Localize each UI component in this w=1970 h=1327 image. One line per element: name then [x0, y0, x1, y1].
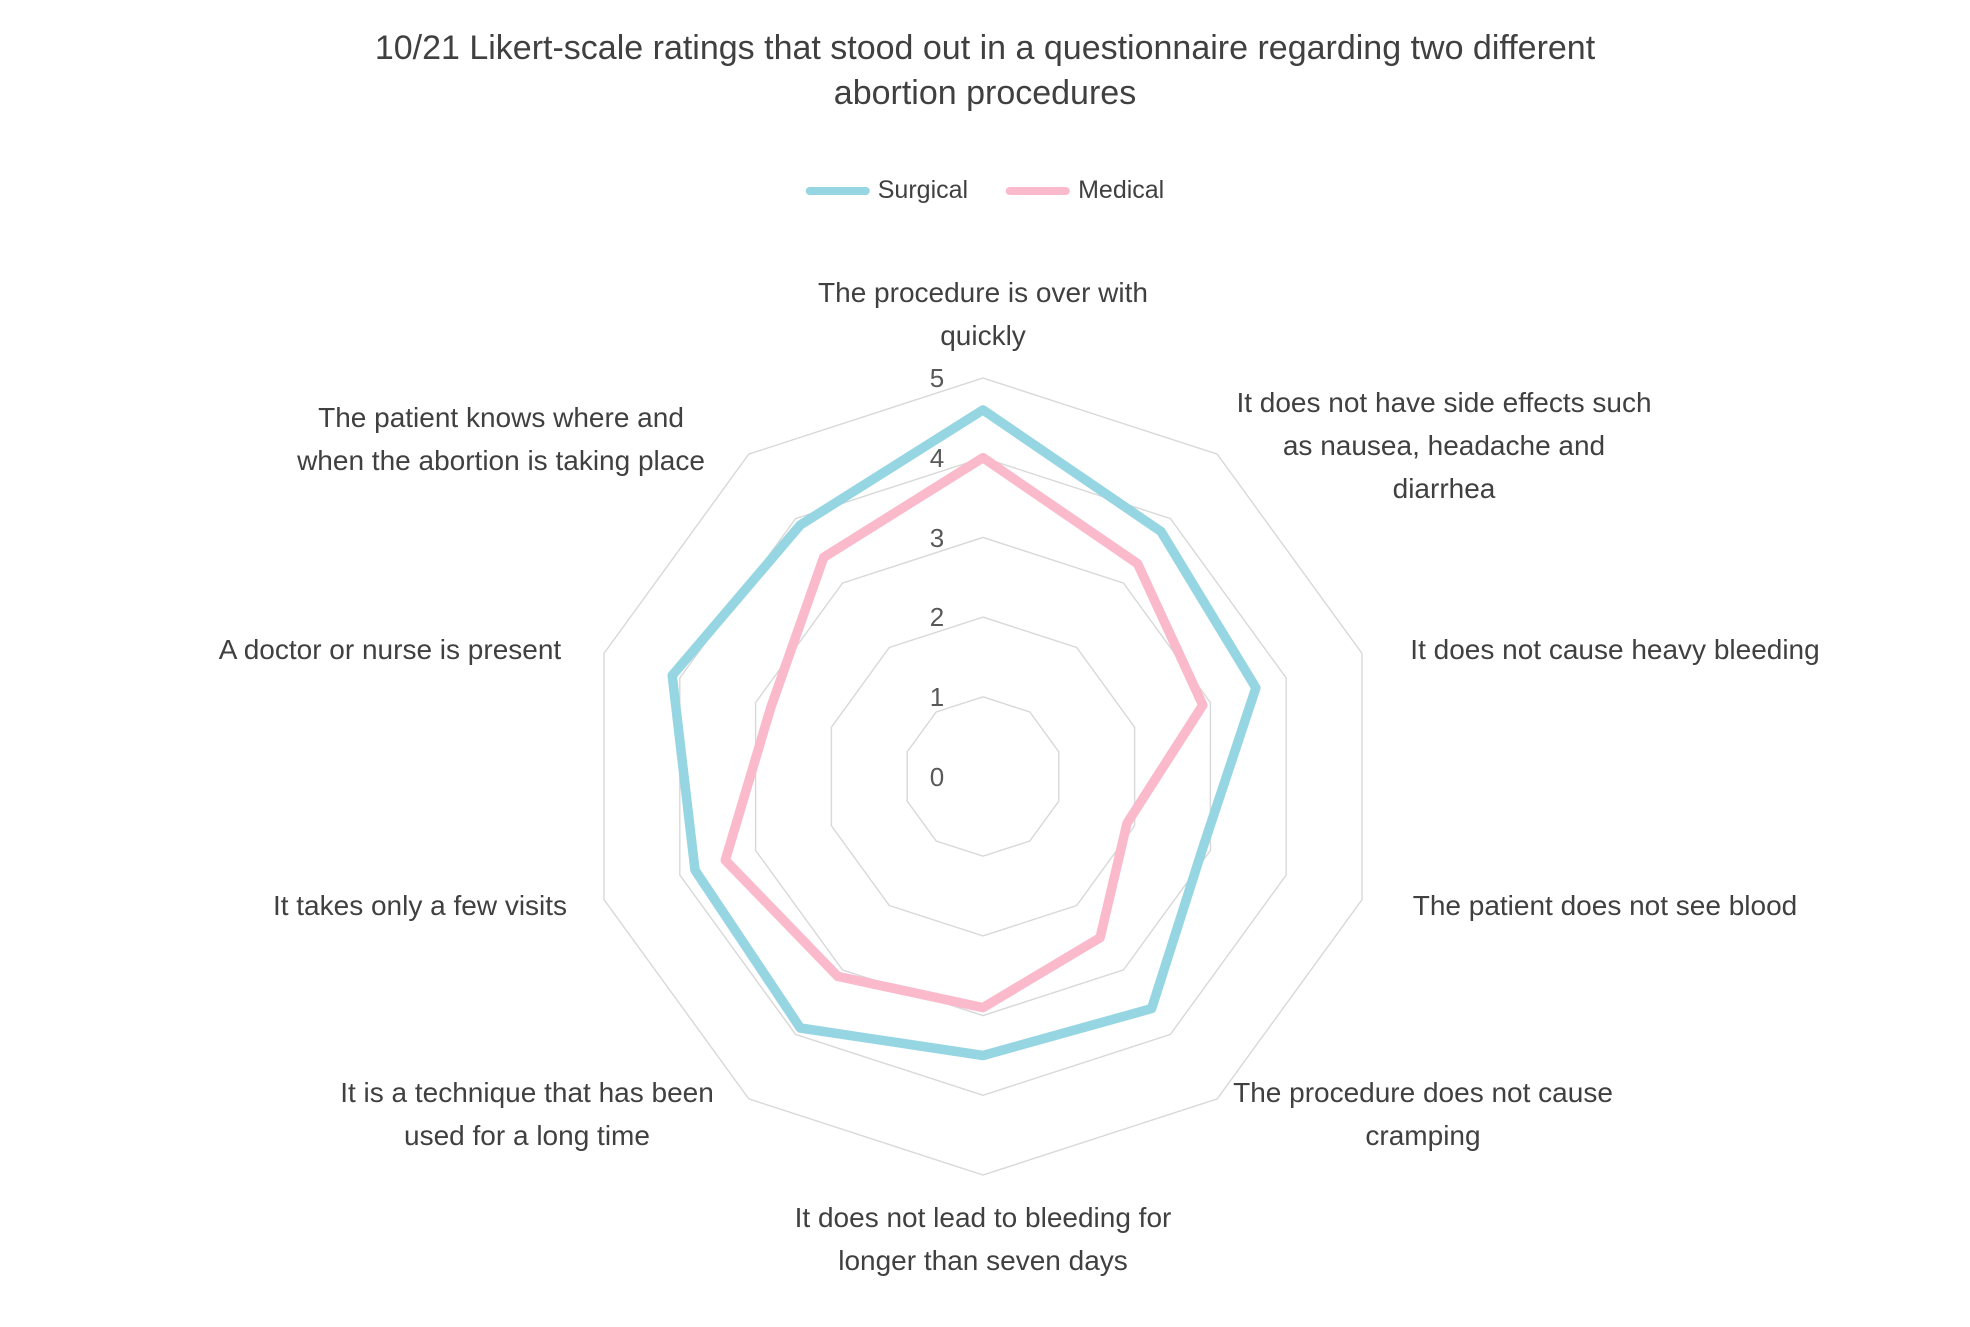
axis-label-doctor-present: A doctor or nurse is present: [218, 634, 562, 665]
axis-label-bleeding-seven-days: It does not lead to bleeding for longer …: [794, 1202, 1172, 1276]
series-line-surgical: [667, 405, 1261, 1061]
axis-label-knows-where-when: The patient knows where and when the abo…: [297, 402, 705, 476]
axis-label-few-visits: It takes only a few visits: [272, 890, 568, 921]
radial-tick-5: 5: [929, 363, 945, 393]
axis-label-see-blood: The patient does not see blood: [1412, 890, 1798, 921]
axis-label-cramping: The procedure does not cause cramping: [1233, 1077, 1613, 1151]
legend-label-medical: Medical: [1078, 176, 1165, 204]
radial-tick-0: 0: [929, 762, 945, 792]
grid-ring-3: [754, 536, 1212, 1017]
legend-item-surgical: Surgical: [805, 176, 969, 205]
radial-tick-3: 3: [929, 523, 945, 553]
surgical-line-swatch: [805, 186, 870, 195]
legend-label-surgical: Surgical: [877, 176, 969, 204]
axis-label-long-time-technique: It is a technique that has been used for…: [340, 1077, 714, 1151]
radial-tick-2: 2: [929, 602, 945, 632]
grid-ring-1: [906, 696, 1060, 857]
grid-ring-2: [830, 616, 1136, 937]
axis-label-over-quickly: The procedure is over with quickly: [818, 277, 1148, 351]
grid-ring-5: [603, 377, 1363, 1176]
chart-title: 10/21 Likert-scale ratings that stood ou…: [374, 29, 1596, 112]
medical-line-swatch: [1006, 186, 1071, 195]
series-line-medical: [720, 452, 1208, 1013]
legend: Surgical Medical: [805, 176, 1164, 205]
axis-label-heavy-bleeding: It does not cause heavy bleeding: [1410, 634, 1820, 665]
axis-label-side-effects: It does not have side effects such as na…: [1236, 387, 1652, 504]
radial-tick-1: 1: [929, 682, 945, 712]
radial-tick-4: 4: [929, 443, 945, 473]
legend-item-medical: Medical: [1006, 176, 1164, 205]
